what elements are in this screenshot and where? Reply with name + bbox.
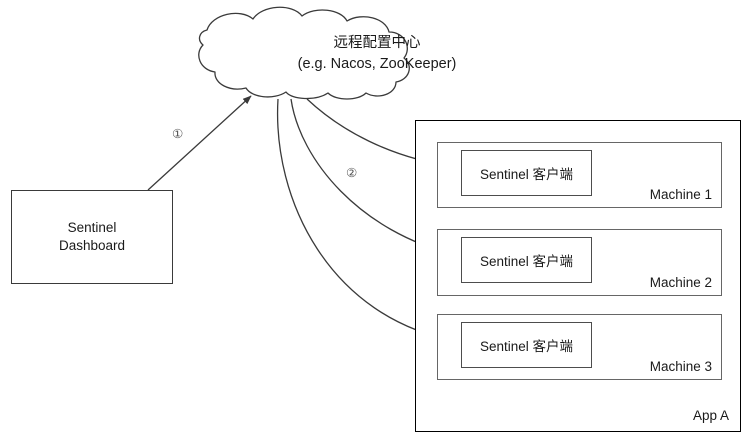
arrow-dashboard-to-config-center [147, 95, 252, 191]
cloud-title-line2: (e.g. Nacos, ZooKeeper) [297, 56, 457, 73]
step-marker-1: ① [172, 127, 184, 141]
sentinel-dashboard-box[interactable]: Sentinel Dashboard [11, 190, 173, 284]
cloud-text-block: 远程配置中心 (e.g. Nacos, ZooKeeper) [0, 33, 754, 75]
sentinel-client-box-2[interactable]: Sentinel 客户端 [461, 237, 592, 283]
sentinel-dashboard-line1: Sentinel [67, 220, 117, 236]
sentinel-dashboard-text: Sentinel Dashboard [12, 219, 172, 255]
sentinel-client-box-1[interactable]: Sentinel 客户端 [461, 150, 592, 196]
cloud-title-line1: 远程配置中心 [333, 35, 421, 51]
machine-3-label: Machine 3 [649, 359, 712, 374]
machine-1-label: Machine 1 [649, 187, 712, 202]
machine-2-label: Machine 2 [649, 275, 712, 290]
remote-config-center-cloud [198, 6, 410, 100]
sentinel-dashboard-line2: Dashboard [58, 238, 126, 253]
sentinel-client-label-1: Sentinel 客户端 [479, 167, 574, 182]
sentinel-client-label-2: Sentinel 客户端 [479, 254, 574, 269]
step-marker-2: ② [346, 166, 358, 180]
sentinel-client-box-3[interactable]: Sentinel 客户端 [461, 322, 592, 368]
sentinel-client-label-3: Sentinel 客户端 [479, 339, 574, 354]
arrow-config-center-to-machine-3 [276, 98, 457, 343]
app-a-label: App A [692, 408, 729, 423]
